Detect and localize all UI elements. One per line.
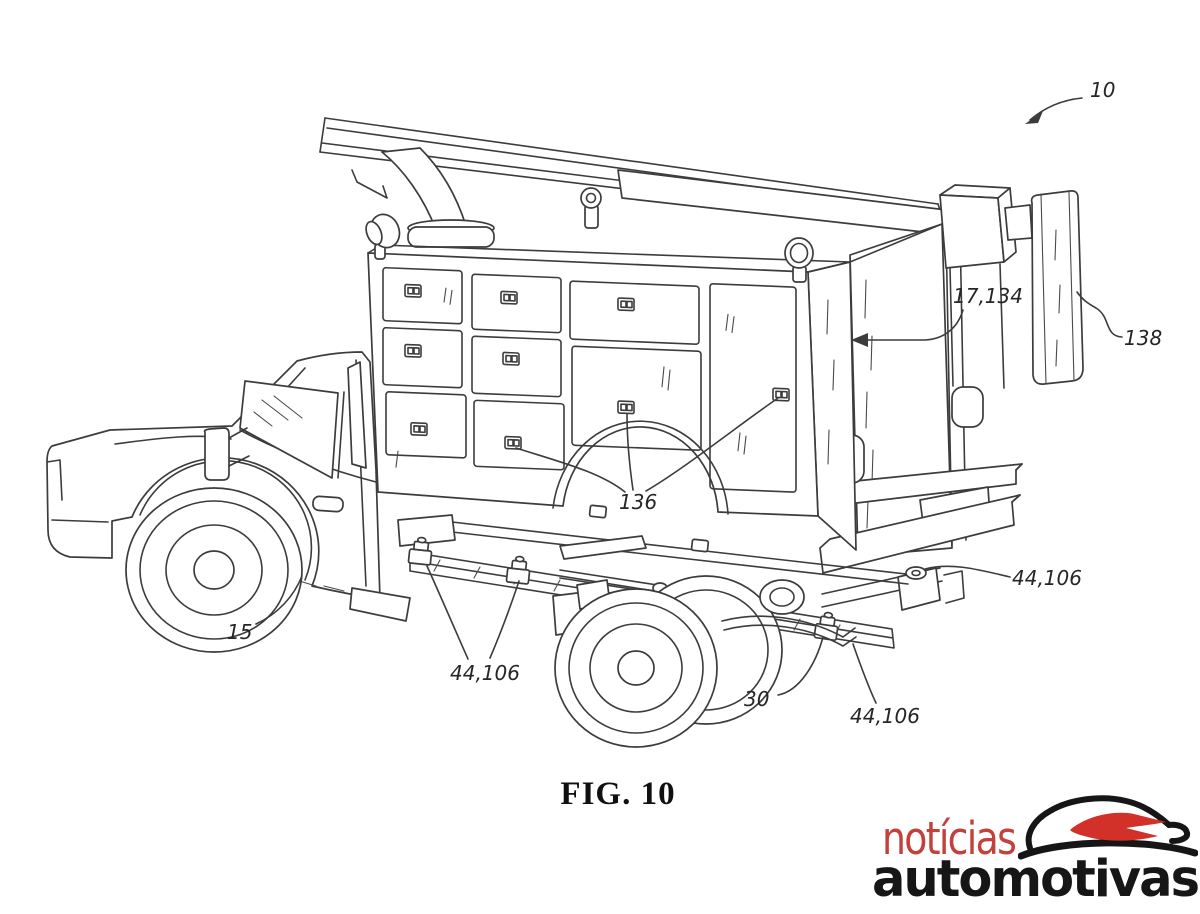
ref-label-17-134: 17,134 bbox=[953, 284, 1023, 308]
ref-label-44-106-b: 44,106 bbox=[850, 704, 920, 728]
ref-label-138: 138 bbox=[1124, 326, 1163, 350]
watermark-logo: notícias automotivas bbox=[870, 790, 1200, 912]
body-top-accessories bbox=[365, 187, 814, 283]
figure-caption: FIG. 10 bbox=[560, 776, 676, 812]
ref-label-10: 10 bbox=[1090, 78, 1116, 102]
leader-lines bbox=[255, 97, 1123, 704]
logo-word-noticias: notícias bbox=[882, 812, 1017, 865]
ref-label-44-106-c: 44,106 bbox=[1012, 566, 1082, 590]
ref-label-30: 30 bbox=[744, 687, 770, 711]
drawer-grid bbox=[357, 266, 797, 493]
car-silhouette-icon bbox=[1018, 795, 1198, 860]
truck-cab bbox=[46, 351, 381, 601]
aerial-boom bbox=[319, 117, 960, 248]
logo-word-automotivas: automotivas bbox=[872, 850, 1200, 909]
ref-label-15: 15 bbox=[227, 620, 253, 644]
ref-label-136: 136 bbox=[619, 490, 658, 514]
front-wheel bbox=[125, 487, 411, 653]
rear-wheels bbox=[554, 575, 857, 748]
ref-label-44-106-a: 44,106 bbox=[450, 661, 520, 685]
